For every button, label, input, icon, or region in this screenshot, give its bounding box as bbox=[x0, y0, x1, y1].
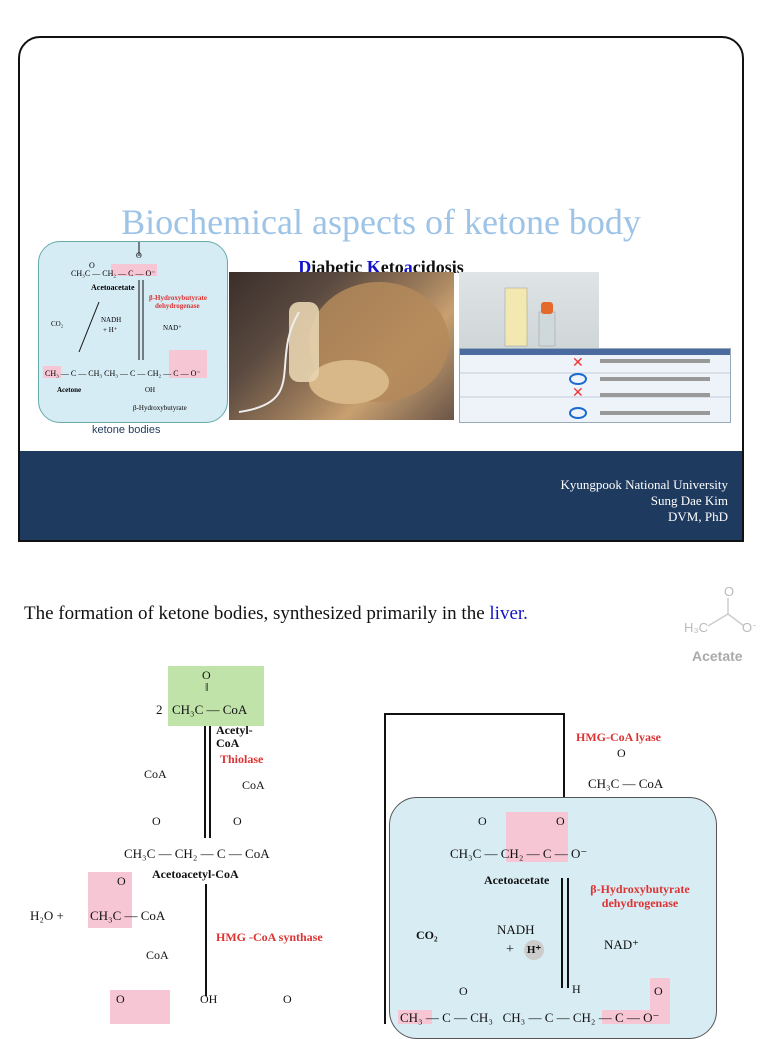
slide-footer-band bbox=[20, 451, 742, 540]
connector-line bbox=[384, 713, 386, 1024]
acetoacetate-formula: CH₃C — CH₂ — C — O⁻ bbox=[450, 846, 588, 861]
h-label: H bbox=[572, 982, 581, 996]
mini-nad: NAD⁺ bbox=[163, 324, 182, 332]
carbonyl-o: O bbox=[283, 992, 292, 1006]
syringe-table-svg: ✕ ✕ bbox=[460, 349, 730, 419]
carbonyl-o: O bbox=[617, 746, 626, 760]
nadh-label: NADH bbox=[497, 922, 535, 937]
bhb-highlight bbox=[602, 1010, 662, 1024]
svg-text:O: O bbox=[89, 261, 95, 270]
mini-nadh: NADH bbox=[101, 316, 121, 324]
carbonyl-o: O bbox=[233, 814, 242, 828]
test-kit-svg bbox=[504, 287, 556, 347]
carbonyl-o: O bbox=[654, 984, 663, 998]
ketone-bodies-caption: ketone bodies bbox=[92, 424, 161, 436]
slide-title: Biochemical aspects of ketone body bbox=[121, 202, 641, 242]
svg-text:O⁻: O⁻ bbox=[742, 620, 756, 635]
svg-text:O: O bbox=[724, 584, 734, 599]
footer-author-name: Sung Dae Kim bbox=[650, 493, 728, 508]
carbonyl-o: O bbox=[202, 668, 211, 682]
title-slide: Biochemical aspects of ketone body Diabe… bbox=[18, 36, 744, 542]
mini-acetone: Acetone bbox=[57, 386, 81, 394]
svg-text:O: O bbox=[136, 251, 142, 260]
acetoacetyl-label: Acetoacetyl-CoA bbox=[152, 867, 239, 881]
dog-photo bbox=[229, 272, 454, 420]
ketone-diagram-svg: O O CH₃C — CH₂ — C — O⁻ Acetoacetate β-H… bbox=[43, 242, 207, 412]
coa-in: CoA bbox=[242, 778, 265, 792]
reversible-arrow bbox=[561, 878, 563, 988]
svg-text:✕: ✕ bbox=[572, 384, 584, 400]
footer-degree: DVM, PhD bbox=[668, 509, 728, 524]
hplus-badge: H⁺ bbox=[524, 940, 544, 960]
pathway-arrow bbox=[209, 726, 211, 838]
syringe-comparison-table: ✕ ✕ bbox=[459, 348, 731, 423]
hplus-text: H⁺ bbox=[524, 940, 544, 960]
acetyl-coa-formula: CH₃C — CoA bbox=[172, 702, 248, 717]
carbonyl-o: O bbox=[478, 814, 487, 828]
svg-text:β-Hydroxybutyrate: β-Hydroxybutyrate bbox=[149, 294, 207, 302]
oh-label: OH bbox=[200, 992, 218, 1006]
hmg-lyase-label: HMG-CoA lyase bbox=[576, 730, 661, 744]
acetyl-highlight bbox=[88, 872, 132, 928]
pathway-arrow bbox=[205, 884, 207, 996]
carbonyl-o: O bbox=[116, 992, 125, 1006]
plus-sign: + bbox=[506, 942, 514, 957]
nad-label: NAD⁺ bbox=[604, 937, 640, 952]
bhb-dehydrogenase-label: β-Hydroxybutyrate dehydrogenase bbox=[590, 882, 690, 910]
acetoacetate-label: Acetoacetate bbox=[484, 873, 550, 887]
hmg-highlight bbox=[110, 990, 170, 1024]
svg-text:dehydrogenase: dehydrogenase bbox=[155, 302, 200, 310]
svg-text:✕: ✕ bbox=[572, 354, 584, 370]
hmg-synthase-label: HMG -CoA synthase bbox=[216, 930, 323, 944]
acetyl-coefficient: 2 bbox=[156, 702, 163, 717]
ketone-bodies-diagram: O O CH₃C — CH₂ — C — O⁻ Acetoacetate β-H… bbox=[38, 241, 228, 423]
slide-footer-author: Kyungpook National University Sung Dae K… bbox=[560, 477, 728, 525]
connector-line bbox=[563, 713, 565, 807]
double-bond: ‖ bbox=[205, 680, 209, 694]
svg-text:OH: OH bbox=[145, 386, 155, 394]
acetoacetyl-formula: CH₃C — CH₂ — C — CoA bbox=[124, 846, 270, 861]
acetone-highlight bbox=[398, 1010, 432, 1024]
thiolase-label: Thiolase bbox=[220, 752, 264, 766]
acetate-label: Acetate bbox=[692, 648, 743, 664]
acetyl-coa-label: Acetyl-CoA bbox=[216, 723, 253, 750]
coa-out-2: CoA bbox=[146, 948, 169, 962]
liver-word: liver. bbox=[489, 603, 528, 624]
mini-hplus: + H⁺ bbox=[103, 326, 118, 334]
pathway-arrow bbox=[204, 726, 206, 838]
dog-photo-svg bbox=[238, 282, 449, 413]
bottom-formula: CH₃ — C — CH₃ CH₃ — C — CH₂ — C — O⁻ bbox=[400, 1010, 660, 1025]
svg-text:H₃C: H₃C bbox=[684, 620, 708, 635]
intro-text: The formation of ketone bodies, synthesi… bbox=[24, 603, 490, 624]
intro-sentence: The formation of ketone bodies, synthesi… bbox=[24, 603, 528, 625]
footer-university: Kyungpook National University bbox=[560, 477, 728, 492]
acetyl-coa-formula-2: CH₃C — CoA bbox=[90, 908, 166, 923]
acetyl-coa-highlight bbox=[168, 666, 264, 726]
carbonyl-o: O bbox=[459, 984, 468, 998]
svg-text:CH₃ — C — CH₃ CH₃ — C — CH₂ —: CH₃ — C — CH₃ CH₃ — C — CH₂ — C — O⁻ bbox=[45, 369, 201, 378]
acetate-structure-logo: O H₃C O⁻ Acetate bbox=[684, 584, 759, 670]
connector-line bbox=[384, 713, 564, 715]
subtitle-a: a bbox=[403, 257, 413, 277]
mini-co2: CO₂ bbox=[51, 320, 64, 328]
mini-bhb: β-Hydroxybutyrate bbox=[133, 404, 187, 412]
mini-acetoacetate: Acetoacetate bbox=[91, 283, 135, 292]
coa-out: CoA bbox=[144, 767, 167, 781]
water-label: H₂O + bbox=[30, 908, 64, 923]
acetoacetate-highlight bbox=[506, 812, 568, 862]
carbonyl-o: O bbox=[556, 814, 565, 828]
svg-text:CH₃C — CH₂ — C — O⁻: CH₃C — CH₂ — C — O⁻ bbox=[71, 269, 155, 278]
test-kit-photo bbox=[459, 272, 599, 350]
reversible-arrow bbox=[567, 878, 569, 988]
carbonyl-o: O bbox=[117, 874, 126, 888]
acetate-structure-svg: O H₃C O⁻ bbox=[684, 584, 759, 635]
lyase-acetyl-coa: CH₃C — CoA bbox=[588, 776, 664, 791]
carbonyl-o: O bbox=[152, 814, 161, 828]
co2-label: CO₂ bbox=[416, 928, 438, 942]
